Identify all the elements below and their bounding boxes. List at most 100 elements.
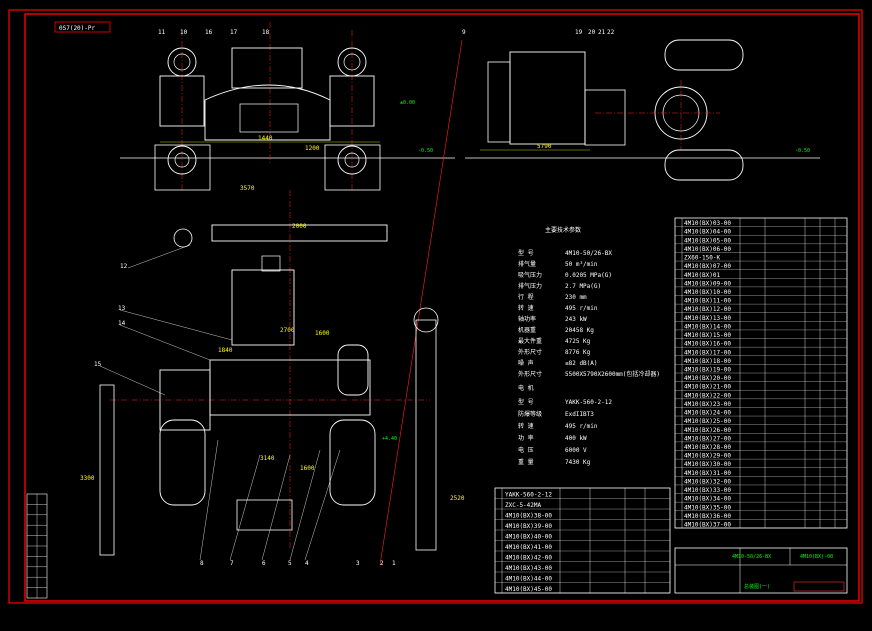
parts-right-item: 4M10(BX)26-00 — [684, 427, 731, 434]
params-heading: 主要技术参数 — [545, 226, 581, 234]
callout-number: 10 — [180, 29, 188, 36]
parts-bottom-item: 4M10(BX)44-00 — [505, 576, 552, 583]
sheet-title: 总装图(一) — [744, 583, 770, 590]
plan-view: 2700 1600 2000 3300 2520 3140 1600 1840 … — [80, 185, 465, 556]
param-label: 轴功率 — [518, 315, 536, 323]
parts-bottom-item: 4M10(BX)42-00 — [505, 555, 552, 562]
plan-right-vessel — [329, 419, 376, 506]
param-label: 排气压力 — [518, 282, 542, 290]
motor-param-value: ExdIIBT3 — [565, 411, 594, 418]
title-block-frame — [674, 547, 848, 594]
left-bottom-cylinder — [167, 145, 197, 175]
callout-number: 9 — [462, 29, 466, 36]
parts-right-item: 4M10(BX)37-00 — [684, 522, 731, 529]
front-view: 1440 1200 ±0.00 -0.50 — [120, 22, 455, 191]
parts-right-item: 4M10(BX)22-00 — [684, 392, 731, 399]
dim-plan-9: 3570 — [240, 185, 255, 192]
parts-right-item: 4M10(BX)27-00 — [684, 435, 731, 442]
dim-side-width: 5790 — [537, 143, 552, 150]
crankcase-cover — [239, 103, 299, 133]
motor-param-label: 重 量 — [518, 458, 534, 466]
revision-block-rows — [27, 494, 47, 598]
param-value: 4M10-50/26-BX — [565, 250, 612, 257]
parts-bottom-item: ZXC-5-42MA — [505, 502, 542, 509]
dim-plan-5: 2520 — [450, 495, 465, 502]
parts-right-item: 4M10(BX)01 — [684, 272, 721, 279]
plan-motor-box — [261, 255, 281, 272]
dim-front-width: 1440 — [258, 135, 273, 142]
section-leader-line — [379, 39, 463, 566]
callout-number: 17 — [230, 29, 238, 36]
parts-right-item: 4M10(BX)19-00 — [684, 367, 731, 374]
callout-number: 13 — [118, 305, 126, 312]
right-top-valve — [343, 53, 361, 71]
dim-plan-8: 1840 — [218, 347, 233, 354]
callout-number: 12 — [120, 263, 128, 270]
param-value: 0.0205 MPa(G) — [565, 272, 612, 279]
parts-bottom-item: 4M10(BX)40-00 — [505, 534, 552, 541]
outer-frame — [8, 9, 863, 604]
side-motor — [509, 51, 586, 145]
motor-housing — [231, 47, 303, 89]
dim-plan-2: 1600 — [315, 330, 330, 337]
param-value: 230 mm — [565, 294, 587, 301]
motor-param-label: 电 压 — [518, 446, 534, 454]
parts-bottom-item: 4M10(BX)41-00 — [505, 544, 552, 551]
motor-param-value: YAKK-560-2-12 — [565, 399, 612, 406]
parts-right-item: 4M10(BX)06-00 — [684, 246, 731, 253]
parts-right-item: ZX60-150-K — [684, 255, 721, 262]
parts-right-item: 4M10(BX)13-00 — [684, 315, 731, 322]
parts-right-item: 4M10(BX)23-00 — [684, 401, 731, 408]
parts-right-item: 4M10(BX)10-00 — [684, 289, 731, 296]
param-value: 243 kW — [565, 316, 587, 323]
plan-top-flange — [173, 228, 193, 248]
param-label: 行 程 — [518, 293, 534, 301]
elevation-plan: +4.40 — [382, 436, 397, 442]
param-label: 转 速 — [518, 304, 534, 312]
motor-param-value: 400 kW — [565, 435, 587, 442]
motor-param-label: 功 率 — [518, 434, 534, 442]
parts-right-item: 4M10(BX)28-00 — [684, 444, 731, 451]
side-motor-end — [487, 61, 511, 143]
parts-bottom-item: YAKK-560-2-12 — [505, 492, 552, 499]
crankcase — [204, 84, 331, 141]
right-bottom-valve — [344, 152, 360, 168]
upper-cooler — [664, 39, 744, 71]
parts-right-item: 4M10(BX)14-00 — [684, 323, 731, 330]
callout-number: 8 — [200, 560, 204, 567]
param-label: 吸气压力 — [518, 271, 542, 279]
param-label: 机器重 — [518, 326, 536, 334]
left-base — [154, 144, 211, 191]
dim-plan-3: 2000 — [292, 223, 307, 230]
callout-number: 11 — [158, 29, 166, 36]
parts-bottom-item: 4M10(BX)38-00 — [505, 513, 552, 520]
motor-param-value: 495 r/min — [565, 423, 598, 430]
motor-heading: 电 机 — [518, 384, 534, 392]
parts-right-item: 4M10(BX)04-00 — [684, 229, 731, 236]
parts-right-item: 4M10(BX)24-00 — [684, 410, 731, 417]
dim-front-offset: 1200 — [305, 145, 320, 152]
callout-number: 20 — [588, 29, 596, 36]
dim-plan-7: 1600 — [300, 465, 315, 472]
plan-bottom-block — [236, 499, 293, 531]
dim-plan-4: 3300 — [80, 475, 95, 482]
callout-leaders — [99, 244, 341, 561]
param-value: 495 r/min — [565, 305, 598, 312]
plan-top-cooler — [211, 224, 388, 242]
title-stamp: 0S7(20)-Pr — [59, 25, 96, 32]
parts-right-item: 4M10(BX)11-00 — [684, 298, 731, 305]
param-label: 外形尺寸 — [518, 370, 542, 378]
elevation-front-2: -0.50 — [418, 148, 433, 154]
side-frame — [584, 89, 626, 146]
param-value: 20458 Kg — [565, 327, 594, 334]
motor-param-value: 6000 V — [565, 447, 587, 454]
callout-number: 21 — [598, 29, 606, 36]
callout-number: 5 — [288, 560, 292, 567]
param-label: 噪 声 — [518, 359, 534, 367]
